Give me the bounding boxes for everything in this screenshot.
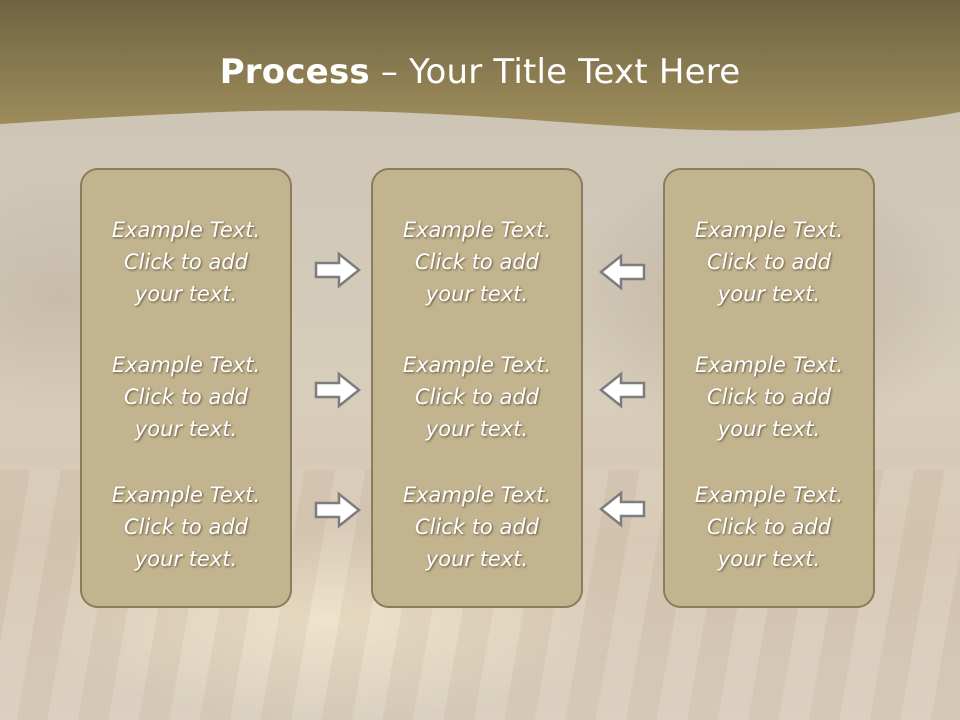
header-band: Process – Your Title Text Here — [0, 0, 960, 140]
item-line: Example Text. — [402, 353, 552, 377]
item-line: your text. — [717, 417, 821, 441]
item-line: your text. — [425, 547, 529, 571]
right-arrow-icon — [314, 371, 362, 409]
item-line: Click to add — [123, 515, 248, 539]
item-line: Example Text. — [694, 483, 844, 507]
item-line: Click to add — [706, 385, 831, 409]
item-line: Click to add — [706, 250, 831, 274]
item-line: Example Text. — [111, 218, 261, 242]
left-arrow-icon — [598, 490, 646, 528]
item-line: Click to add — [123, 250, 248, 274]
item-line: Example Text. — [694, 353, 844, 377]
item-line: Example Text. — [111, 483, 261, 507]
item-line: Example Text. — [694, 218, 844, 242]
item-line: your text. — [717, 282, 821, 306]
item-line: Example Text. — [402, 483, 552, 507]
item-line: your text. — [134, 417, 238, 441]
left-arrow-icon — [598, 253, 646, 291]
page-title: Process – Your Title Text Here — [0, 52, 960, 92]
process-box-1-item-1[interactable]: Example Text. Click to add your text. — [82, 214, 290, 310]
title-bold: Process — [219, 52, 370, 92]
process-box-3[interactable]: Example Text. Click to add your text. Ex… — [663, 168, 875, 608]
item-line: Click to add — [414, 515, 539, 539]
item-line: your text. — [425, 417, 529, 441]
process-box-3-item-1[interactable]: Example Text. Click to add your text. — [665, 214, 873, 310]
item-line: Click to add — [706, 515, 831, 539]
process-box-1-item-3[interactable]: Example Text. Click to add your text. — [82, 479, 290, 575]
process-box-2-item-3[interactable]: Example Text. Click to add your text. — [373, 479, 581, 575]
process-box-2-item-2[interactable]: Example Text. Click to add your text. — [373, 349, 581, 445]
process-box-2[interactable]: Example Text. Click to add your text. Ex… — [371, 168, 583, 608]
item-line: your text. — [134, 547, 238, 571]
item-line: your text. — [717, 547, 821, 571]
process-box-1-item-2[interactable]: Example Text. Click to add your text. — [82, 349, 290, 445]
process-box-3-item-2[interactable]: Example Text. Click to add your text. — [665, 349, 873, 445]
item-line: Example Text. — [402, 218, 552, 242]
item-line: Example Text. — [111, 353, 261, 377]
item-line: Click to add — [123, 385, 248, 409]
item-line: your text. — [425, 282, 529, 306]
left-arrow-icon — [598, 371, 646, 409]
process-box-2-item-1[interactable]: Example Text. Click to add your text. — [373, 214, 581, 310]
title-rest: – Your Title Text Here — [369, 52, 741, 92]
right-arrow-icon — [314, 491, 362, 529]
item-line: Click to add — [414, 385, 539, 409]
right-arrow-icon — [314, 251, 362, 289]
item-line: Click to add — [414, 250, 539, 274]
header-band-shape — [0, 0, 960, 131]
process-box-1[interactable]: Example Text. Click to add your text. Ex… — [80, 168, 292, 608]
item-line: your text. — [134, 282, 238, 306]
process-box-3-item-3[interactable]: Example Text. Click to add your text. — [665, 479, 873, 575]
